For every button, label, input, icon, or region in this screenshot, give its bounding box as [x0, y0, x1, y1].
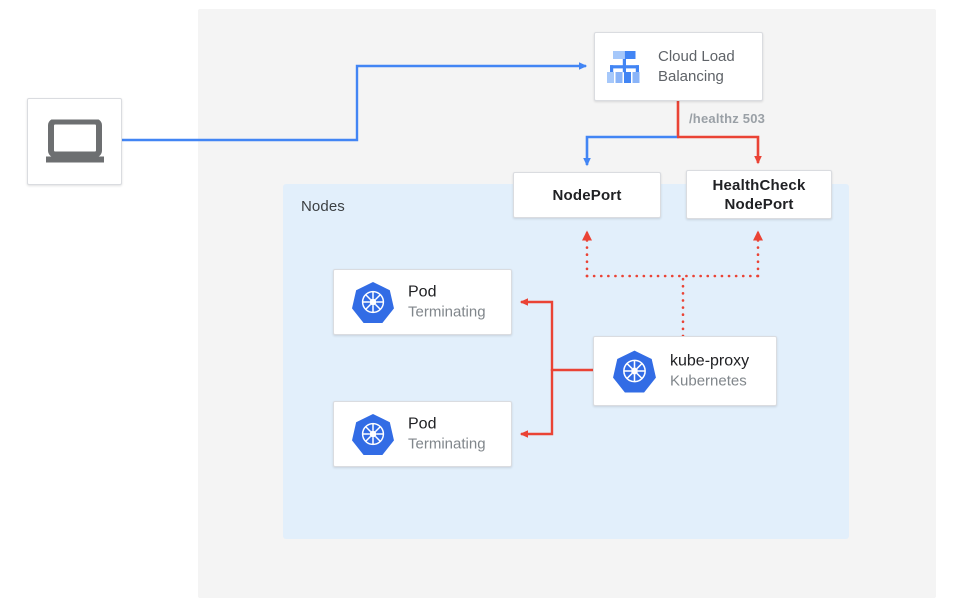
pod-title-2: Pod [408, 415, 437, 433]
nodeport-label: NodePort [552, 186, 622, 204]
kubernetes-icon [352, 282, 394, 323]
cloud-load-balancing-card[interactable]: Cloud Load Balancing [594, 32, 763, 101]
pod-status-2: Terminating [408, 435, 486, 453]
kubernetes-icon [613, 350, 656, 393]
kubernetes-icon [352, 414, 394, 455]
healthz-annotation: /healthz 503 [689, 111, 766, 126]
pod-title-1: Pod [408, 283, 437, 301]
pod-card-1[interactable]: Pod Terminating [333, 269, 512, 335]
pod-status-1: Terminating [408, 303, 486, 321]
kube-proxy-subtitle: Kubernetes [670, 372, 747, 390]
nodes-region-label: Nodes [301, 198, 345, 215]
healthcheck-nodeport-card[interactable]: HealthCheck NodePort [686, 170, 832, 219]
cloud-load-balancing-label-line2: Balancing [658, 67, 724, 85]
load-balancer-icon [607, 50, 640, 83]
client-laptop-card[interactable] [27, 98, 122, 185]
kube-proxy-title: kube-proxy [670, 352, 750, 370]
cloud-load-balancing-label-line1: Cloud Load [658, 47, 735, 65]
laptop-icon [45, 119, 104, 162]
pod-card-2[interactable]: Pod Terminating [333, 401, 512, 467]
nodeport-card[interactable]: NodePort [513, 172, 661, 218]
kube-proxy-card[interactable]: kube-proxy Kubernetes [593, 336, 777, 406]
healthcheck-nodeport-label-line1: HealthCheck [712, 176, 806, 194]
healthcheck-nodeport-label-line2: NodePort [724, 195, 794, 213]
